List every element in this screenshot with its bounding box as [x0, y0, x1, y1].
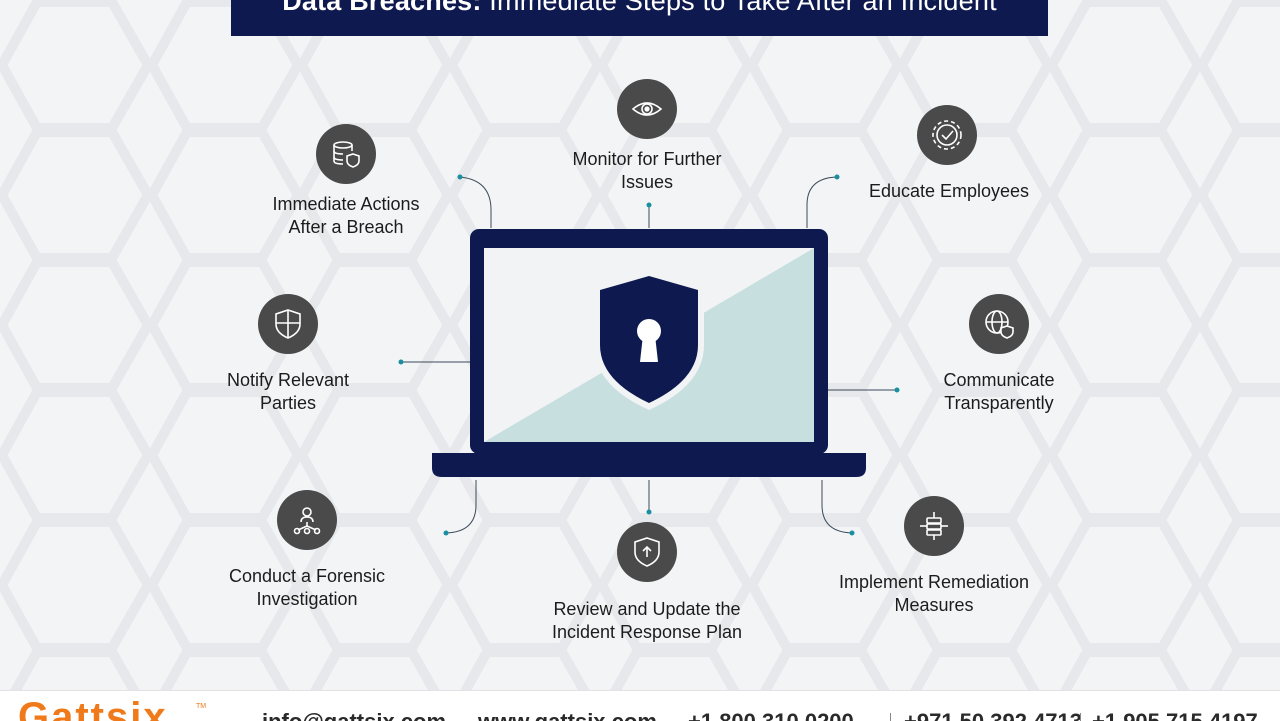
database-shield-icon [316, 124, 376, 184]
laptop-base [432, 453, 866, 477]
globe-shield-icon [969, 294, 1029, 354]
connector-dot [398, 359, 404, 365]
step-monitor-label: Monitor for Further Issues [527, 148, 767, 194]
step-remediation-label: Implement Remediation Measures [814, 571, 1054, 617]
label-line: Monitor for Further [572, 149, 722, 169]
network-user-icon [277, 490, 337, 550]
connector-remediation [821, 480, 853, 534]
step-educate-label: Educate Employees [829, 180, 1069, 203]
trademark-mark: TM [196, 703, 207, 710]
connector-dot [834, 174, 840, 180]
step-forensic-label: Conduct a Forensic Investigation [187, 565, 427, 611]
footer-phone-3[interactable]: +1 905 715 4197 [1092, 711, 1258, 721]
shield-icon [258, 294, 318, 354]
footer-divider [890, 713, 891, 721]
footer-email[interactable]: info@gattsix.com [262, 711, 446, 721]
footer-website[interactable]: www.gattsix.com [478, 711, 657, 721]
footer-bar: Gattsix TM info@gattsix.com www.gattsix.… [0, 690, 1280, 721]
label-line: Communicate [943, 370, 1055, 390]
connector-dot [646, 509, 652, 515]
step-notify-label: Notify Relevant Parties [168, 369, 408, 415]
shield-arrow-icon [617, 522, 677, 582]
label-line: Conduct a Forensic [228, 566, 386, 586]
step-review-label: Review and Update the Incident Response … [527, 598, 767, 644]
connector-forensic [445, 480, 477, 534]
connector-dot [894, 387, 900, 393]
gear-check-icon [917, 105, 977, 165]
footer-divider [1080, 713, 1081, 721]
connector-dot [646, 202, 652, 208]
footer-phone-2[interactable]: +971 50 392 4713 [904, 711, 1082, 721]
connector-educate [806, 176, 838, 228]
step-communicate-label: Communicate Transparently [879, 369, 1119, 415]
label-line: Investigation [256, 589, 358, 609]
label-line: After a Breach [288, 217, 404, 237]
title-bold: Data Breaches: [282, 0, 482, 16]
page-title: Data Breaches: Immediate Steps to Take A… [231, 0, 1048, 17]
step-immediate-label: Immediate Actions After a Breach [226, 193, 466, 239]
label-line: Review and Update the [553, 599, 741, 619]
eye-icon [617, 79, 677, 139]
label-line: Parties [259, 393, 317, 413]
connector-immediate-actions [459, 176, 492, 228]
label-line: Transparently [944, 393, 1054, 413]
label-line: Notify Relevant [226, 370, 350, 390]
title-banner: Data Breaches: Immediate Steps to Take A… [231, 0, 1048, 36]
label-line: Issues [620, 172, 674, 192]
footer-phone-1[interactable]: +1 800 310 0200 [688, 711, 854, 721]
label-line: Implement Remediation [838, 572, 1030, 592]
gattsix-logo: Gattsix [18, 695, 168, 721]
label-line: Immediate Actions [272, 194, 420, 214]
title-rest: Immediate Steps to Take After an Inciden… [481, 0, 997, 16]
server-network-icon [904, 496, 964, 556]
connector-dot [457, 174, 463, 180]
connector-dot [443, 530, 449, 536]
label-line: Incident Response Plan [551, 622, 743, 642]
lock-shield-icon [594, 270, 704, 410]
label-line: Educate Employees [868, 181, 1030, 201]
label-line: Measures [894, 595, 974, 615]
connector-dot [849, 530, 855, 536]
